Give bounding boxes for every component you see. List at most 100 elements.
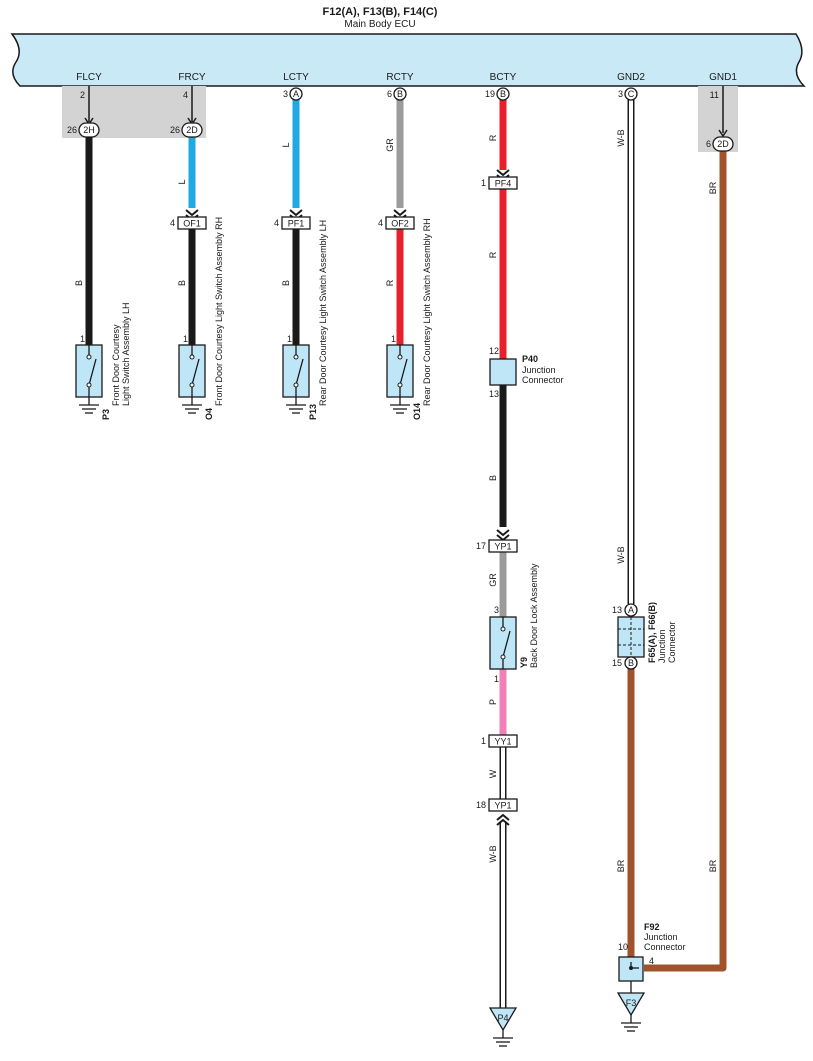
bcty-chevron-up-0 bbox=[496, 813, 510, 821]
wire-label-bottom-3: R bbox=[385, 279, 395, 286]
ecu-pin-2: 3 bbox=[283, 89, 288, 99]
gnd1-mid-badge-text: 2D bbox=[717, 139, 729, 149]
bcty-yy1-text: YY1 bbox=[494, 737, 511, 747]
bcty-pf4 bbox=[488, 176, 518, 190]
switch-pin-1: 1 bbox=[183, 334, 188, 344]
ecu-badge-4 bbox=[496, 87, 510, 101]
conn-3-text: OF2 bbox=[391, 219, 409, 229]
switch-code-2: P13 bbox=[308, 404, 318, 420]
gnd1-wire bbox=[644, 151, 727, 972]
p40-pin-in: 12 bbox=[489, 346, 499, 356]
p40-pin-out: 13 bbox=[489, 389, 499, 399]
f3-ground-triangle bbox=[616, 992, 646, 1017]
switch-code-1: O4 bbox=[204, 408, 214, 420]
switch-pin-3: 1 bbox=[391, 334, 396, 344]
y9-switch-contact-bottom bbox=[500, 654, 506, 660]
bcty-wire-label-4: GR bbox=[488, 573, 498, 587]
ecu-pin-6: 11 bbox=[710, 90, 719, 100]
switch-name-2: Rear Door Courtesy Light Switch Assembly… bbox=[318, 220, 328, 406]
f92-node bbox=[629, 966, 633, 970]
bcty-wire-label-2: R bbox=[488, 251, 498, 258]
bcty-wire-label-6: W bbox=[488, 769, 498, 778]
ecu-badge-4-text: B bbox=[500, 89, 506, 99]
p4-ground-triangle bbox=[488, 1007, 518, 1032]
ecu-title: F12(A), F13(B), F14(C) bbox=[323, 6, 438, 18]
gnd1-wire-label-2: BR bbox=[708, 859, 718, 872]
chevron-2-0 bbox=[289, 209, 303, 217]
bcty-yy1-pin: 1 bbox=[481, 736, 486, 746]
wire-label-bottom-2: B bbox=[281, 280, 291, 286]
gnd1-mid-badge bbox=[712, 136, 734, 152]
bcty-chevron-up-1 bbox=[496, 818, 510, 826]
wire-label-top-3: GR bbox=[385, 138, 395, 152]
bcty-yp1-text: YP1 bbox=[494, 542, 511, 552]
conn-1-text: OF1 bbox=[183, 219, 201, 229]
y9-code: Y9 bbox=[519, 657, 529, 668]
wire-label-top-0: B bbox=[74, 280, 84, 286]
switch-pin-0: 1 bbox=[80, 334, 85, 344]
switch-3-contact-bottom bbox=[397, 382, 403, 388]
ecu-signal-bcty: BCTY bbox=[490, 72, 517, 83]
conn-2-text: PF1 bbox=[288, 219, 305, 229]
bcty-wire-label-3: B bbox=[488, 475, 498, 481]
ecu-signal-frcy: FRCY bbox=[178, 72, 206, 83]
switch-2-blade bbox=[295, 358, 304, 386]
ecu-pin-0: 2 bbox=[80, 90, 85, 100]
f92-name: Junction bbox=[644, 932, 678, 942]
bcty-yp1b bbox=[488, 798, 518, 812]
conn-2 bbox=[281, 216, 311, 230]
mid-badge-1 bbox=[181, 122, 203, 138]
f92-name2: Connector bbox=[644, 942, 686, 952]
ecu-badge-2-text: A bbox=[293, 89, 299, 99]
y9-switch-blade bbox=[502, 630, 511, 658]
bcty-pf4-text: PF4 bbox=[495, 179, 512, 189]
switch-name-3: Rear Door Courtesy Light Switch Assembly… bbox=[422, 218, 432, 406]
f65-name: Junction bbox=[657, 629, 667, 663]
switch-1-contact-bottom bbox=[189, 382, 195, 388]
f65-name2: Connector bbox=[667, 621, 677, 663]
f65-badge-in-text: A bbox=[628, 605, 634, 615]
conn-pin-2: 4 bbox=[274, 218, 279, 228]
ecu-signal-flcy: FLCY bbox=[76, 72, 102, 83]
mid-pin-1: 26 bbox=[170, 125, 180, 135]
switch-name-0: Front Door Courtesy bbox=[111, 324, 121, 406]
wire-label-bottom-1: B bbox=[177, 280, 187, 286]
switch-0-contact-bottom bbox=[86, 382, 92, 388]
switch-3-blade bbox=[399, 358, 408, 386]
ecu-badge-2 bbox=[289, 87, 303, 101]
f65-badge-out bbox=[624, 656, 638, 670]
f92-code: F92 bbox=[644, 922, 660, 932]
conn-1 bbox=[177, 216, 207, 230]
f65-badge-out-text: B bbox=[628, 658, 634, 668]
gnd2-wire-label-1b: W-B bbox=[616, 546, 626, 563]
mid-badge-0 bbox=[78, 122, 100, 138]
switch-name-1: Front Door Courtesy Light Switch Assembl… bbox=[214, 217, 224, 406]
bcty-yp1 bbox=[488, 539, 518, 553]
wire-label-top-1: L bbox=[177, 179, 187, 184]
ecu-badge-5-text: C bbox=[628, 89, 635, 99]
p40-junction bbox=[489, 358, 517, 386]
ecu-pin-3: 6 bbox=[387, 89, 392, 99]
switch-3-contact-top bbox=[397, 354, 403, 360]
ecu-badge-3-text: B bbox=[397, 89, 403, 99]
f65-pin-out: 15 bbox=[612, 658, 622, 668]
conn-3 bbox=[385, 216, 415, 230]
y9-name: Back Door Lock Assembly bbox=[529, 563, 539, 668]
switch-0-contact-top bbox=[86, 354, 92, 360]
ecu-subtitle: Main Body ECU bbox=[344, 19, 415, 30]
mid-pin-0: 26 bbox=[67, 125, 77, 135]
p4-ground-label: P4 bbox=[497, 1013, 508, 1023]
ecu-badge-5 bbox=[624, 87, 638, 101]
ecu-signal-gnd2: GND2 bbox=[617, 72, 645, 83]
gnd2-wire-label-2: BR bbox=[616, 859, 626, 872]
f92-pin-right: 4 bbox=[649, 956, 654, 966]
bcty-wire-label-1: R bbox=[488, 134, 498, 141]
f92-pin-left: 10 bbox=[618, 942, 628, 952]
ecu-pin-5: 3 bbox=[618, 89, 623, 99]
switch-name2-0: Light Switch Assembly LH bbox=[121, 302, 131, 406]
p40-name: Junction bbox=[522, 365, 556, 375]
p40-name2: Connector bbox=[522, 375, 564, 385]
ecu-badge-3 bbox=[393, 87, 407, 101]
gnd1-mid-pin: 6 bbox=[706, 139, 711, 149]
